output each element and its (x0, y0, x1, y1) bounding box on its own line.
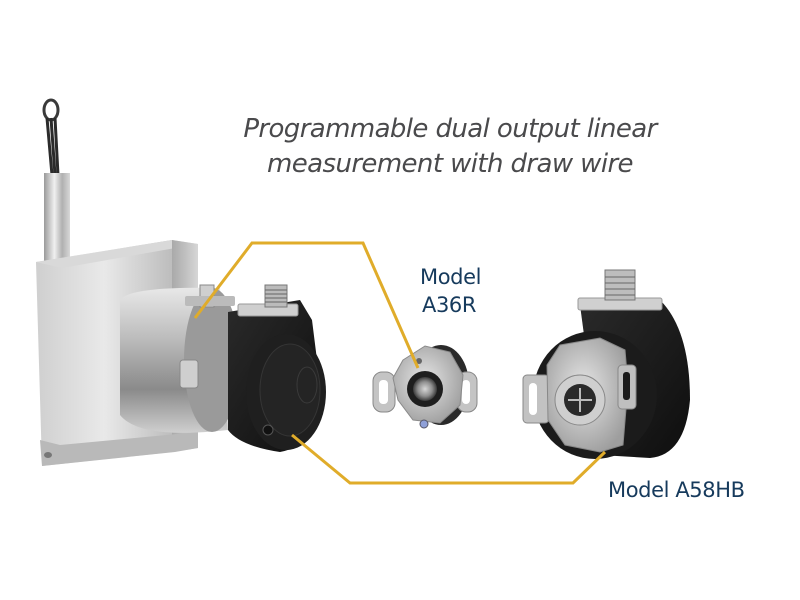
draw-wire-sensor (36, 98, 240, 466)
mounted-encoder (228, 284, 326, 452)
encoder-a58hb (522, 269, 690, 459)
headline-line-2: measurement with draw wire (267, 149, 633, 179)
callout-line-a36r (193, 241, 420, 369)
clamp (179, 359, 199, 389)
label-a36r-line-2: A36R (422, 293, 477, 317)
label-model-a58hb: Model A58HB (608, 478, 745, 502)
headline: Programmable dual output linear measurem… (230, 112, 670, 182)
wire-loop-icon (42, 98, 60, 176)
label-model-a36r: Model A36R (420, 263, 481, 319)
label-a36r-line-1: Model (420, 265, 482, 289)
wire-tube (44, 173, 70, 263)
callout-lines (193, 241, 607, 485)
encoder-a36r (372, 345, 478, 429)
callout-line-a58hb (291, 433, 607, 485)
headline-line-1: Programmable dual output linear (243, 114, 657, 144)
